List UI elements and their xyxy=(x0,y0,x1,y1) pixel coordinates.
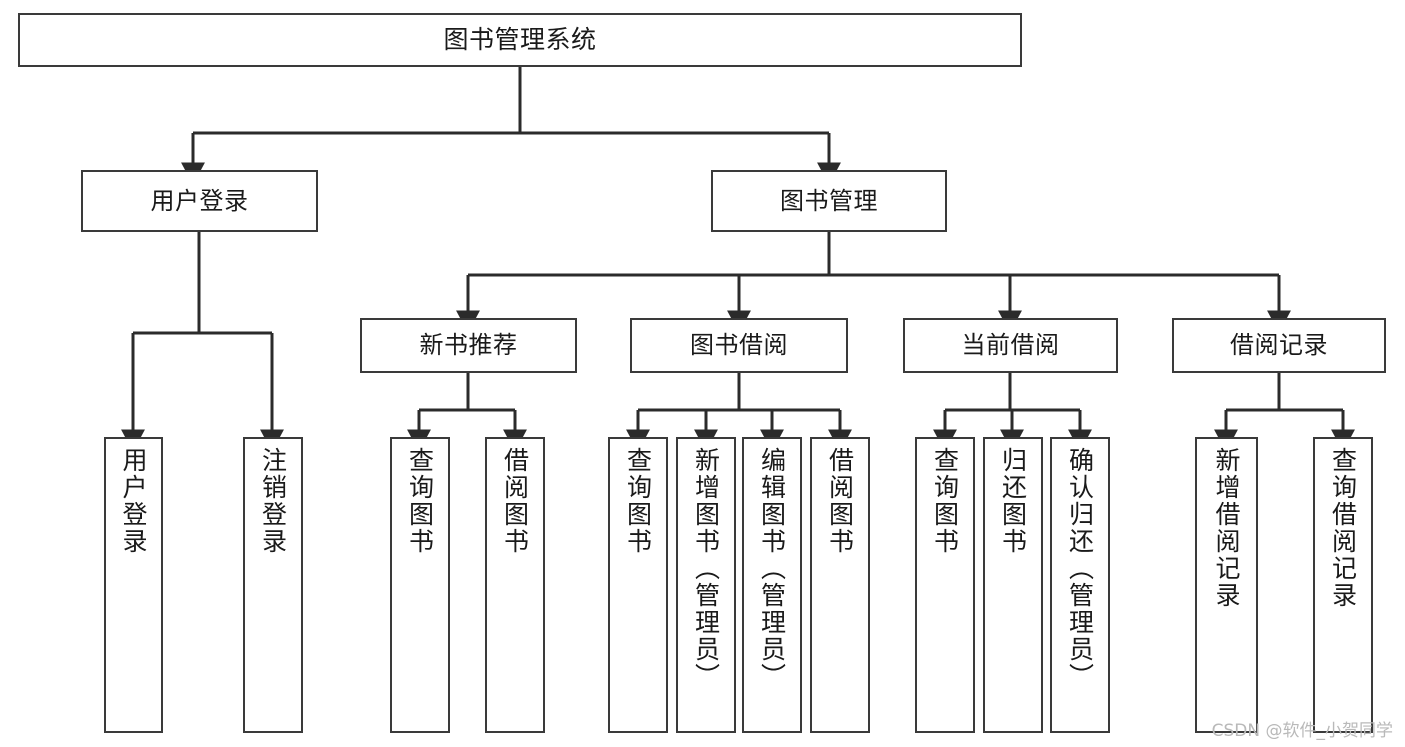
connector-group xyxy=(121,67,1355,452)
node-newbooks[interactable]: 新书推荐 xyxy=(360,318,577,373)
node-leaf-query-book-c[interactable]: 查询图书 xyxy=(915,437,975,733)
node-label: 图书管理 xyxy=(780,186,878,215)
node-leaf-user-logout[interactable]: 注销登录 xyxy=(243,437,303,733)
node-label: 查询图书 xyxy=(623,447,653,555)
node-login[interactable]: 用户登录 xyxy=(81,170,318,232)
node-label: 新增借阅记录 xyxy=(1212,447,1241,609)
node-label: 用户登录 xyxy=(119,447,148,555)
node-leaf-query-book-b[interactable]: 查询图书 xyxy=(608,437,668,733)
node-label: 归还图书 xyxy=(998,447,1028,555)
node-label: 查询图书 xyxy=(405,447,435,555)
node-label: 注销登录 xyxy=(258,447,288,555)
node-label: 图书管理系统 xyxy=(443,25,597,54)
node-label: 查询图书 xyxy=(930,447,960,555)
node-bookmgmt[interactable]: 图书管理 xyxy=(711,170,947,232)
node-label: 确认归还（管理员） xyxy=(1065,447,1095,690)
node-label: 用户登录 xyxy=(150,186,249,215)
node-label: 查询借阅记录 xyxy=(1328,447,1358,609)
node-label: 新增图书（管理员） xyxy=(691,447,721,690)
node-leaf-query-record[interactable]: 查询借阅记录 xyxy=(1313,437,1373,733)
node-root[interactable]: 图书管理系统 xyxy=(18,13,1022,67)
node-leaf-user-login[interactable]: 用户登录 xyxy=(104,437,163,733)
node-leaf-edit-book[interactable]: 编辑图书（管理员） xyxy=(742,437,802,733)
node-label: 借阅图书 xyxy=(500,447,530,555)
node-label: 当前借阅 xyxy=(961,331,1060,360)
node-records[interactable]: 借阅记录 xyxy=(1172,318,1386,373)
node-leaf-confirm-return[interactable]: 确认归还（管理员） xyxy=(1050,437,1110,733)
node-leaf-add-record[interactable]: 新增借阅记录 xyxy=(1195,437,1258,733)
node-leaf-borrow-book-new[interactable]: 借阅图书 xyxy=(485,437,545,733)
node-leaf-return-book[interactable]: 归还图书 xyxy=(983,437,1043,733)
node-label: 借阅图书 xyxy=(825,447,855,555)
node-label: 借阅记录 xyxy=(1230,331,1328,360)
node-borrow[interactable]: 图书借阅 xyxy=(630,318,848,373)
node-label: 新书推荐 xyxy=(419,331,518,360)
node-label: 编辑图书（管理员） xyxy=(757,447,787,690)
node-current[interactable]: 当前借阅 xyxy=(903,318,1118,373)
node-leaf-add-book[interactable]: 新增图书（管理员） xyxy=(676,437,736,733)
node-leaf-query-book-new[interactable]: 查询图书 xyxy=(390,437,450,733)
node-leaf-borrow-book-b[interactable]: 借阅图书 xyxy=(810,437,870,733)
node-label: 图书借阅 xyxy=(690,331,788,360)
